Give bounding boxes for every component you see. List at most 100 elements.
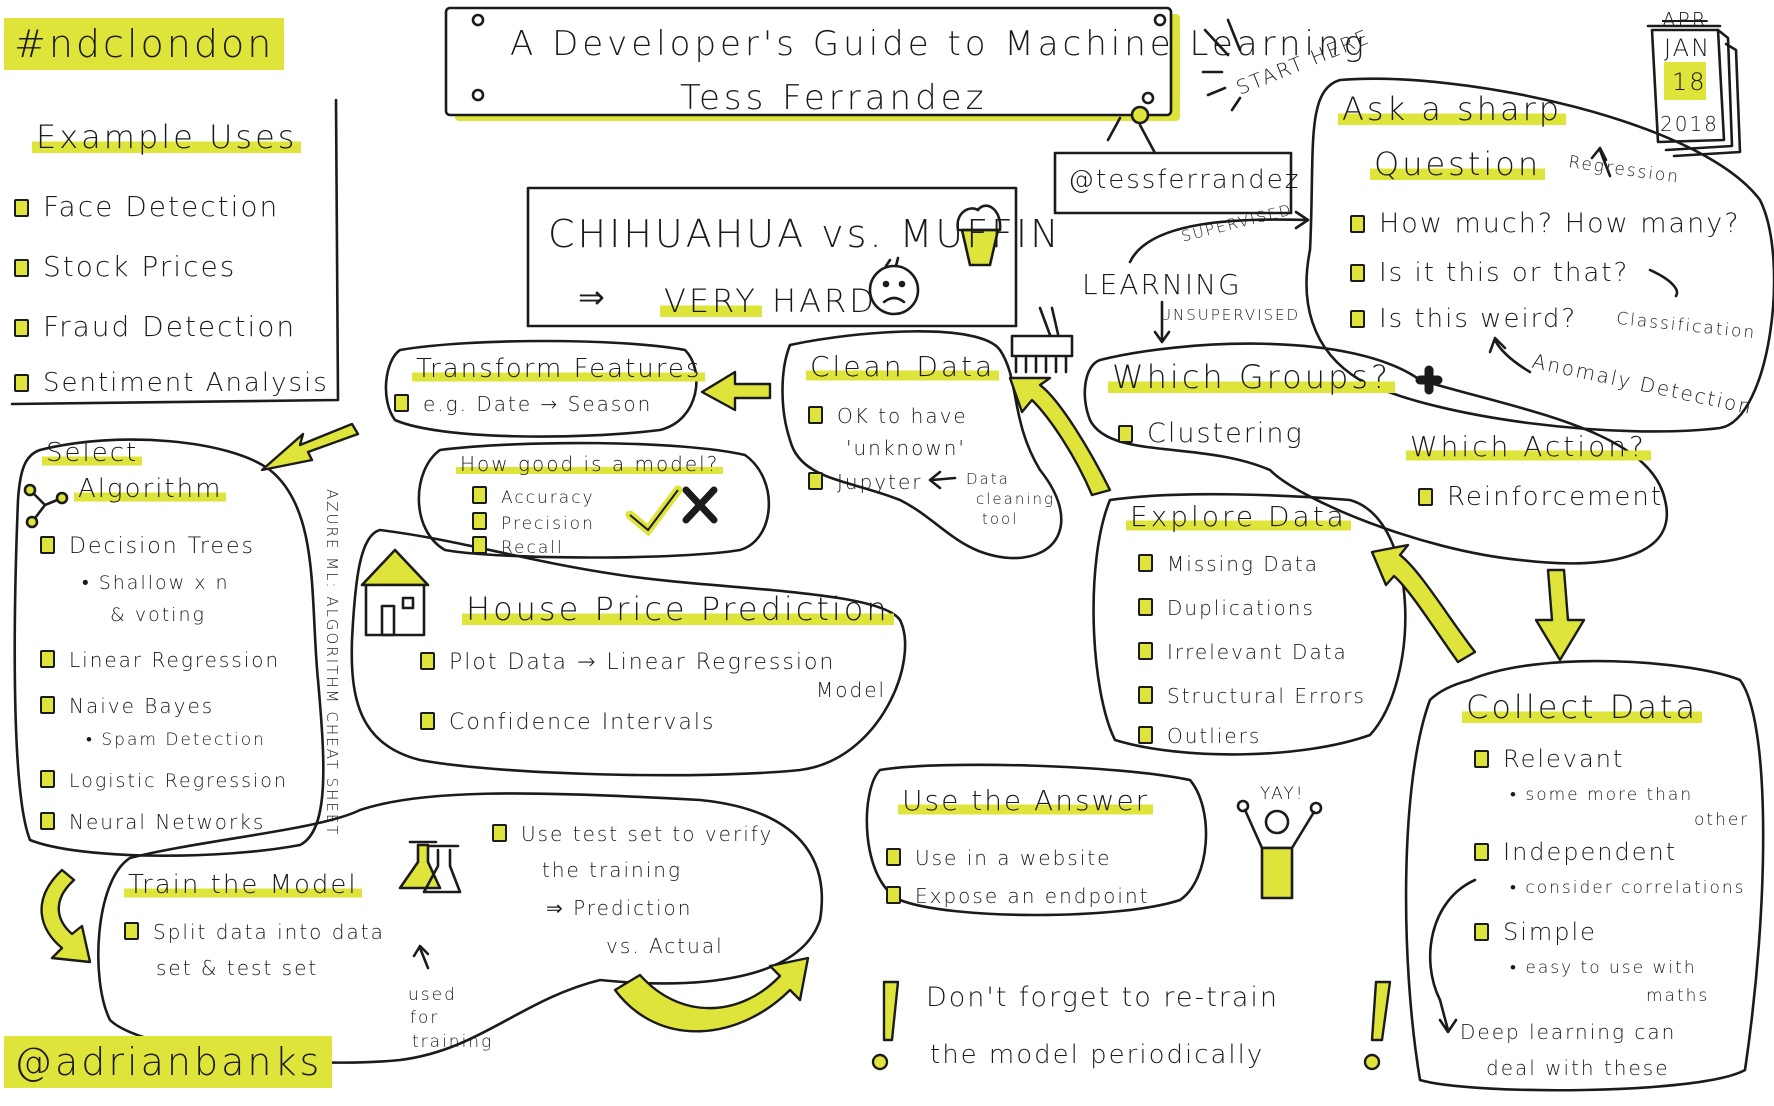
unsupervised-label: UNSUPERVISED bbox=[1160, 306, 1301, 324]
anomaly-arrow bbox=[1488, 336, 1532, 374]
transform-example: e.g. Date → Season bbox=[394, 392, 652, 416]
transform-bubble bbox=[384, 339, 698, 438]
train-split-2: set & test set bbox=[156, 956, 319, 980]
house-price-title: House Price Prediction bbox=[462, 590, 894, 628]
speaker-handle-box bbox=[1053, 151, 1293, 215]
cleaning-tool-3: tool bbox=[982, 510, 1019, 528]
question-item: Is this weird? bbox=[1350, 304, 1577, 334]
muffin-icon bbox=[956, 204, 1002, 267]
learning-label: LEARNING bbox=[1082, 268, 1242, 301]
plus-sign bbox=[1415, 365, 1443, 395]
select-algorithm-bubble bbox=[13, 438, 325, 857]
house-icon bbox=[360, 548, 430, 637]
example-use-item: Sentiment Analysis bbox=[14, 368, 329, 398]
algorithm-item: Naive Bayes bbox=[40, 694, 214, 718]
example-use-item: Stock Prices bbox=[14, 250, 236, 283]
exclaim-left-dot bbox=[871, 1053, 889, 1071]
chihuahua-very: VERY bbox=[660, 282, 762, 320]
jupyter-arrow bbox=[928, 470, 957, 490]
collect-data-title: Collect Data bbox=[1462, 688, 1703, 726]
explore-item: Outliers bbox=[1138, 724, 1261, 748]
collect-independent-note: consider correlations bbox=[1510, 878, 1745, 898]
algorithm-item: Neural Networks bbox=[40, 810, 265, 834]
date-month-crossed: APR bbox=[1662, 8, 1708, 32]
sign-post bbox=[1106, 116, 1157, 155]
author-handle: @adrianbanks bbox=[4, 1036, 333, 1088]
check-outline bbox=[629, 489, 679, 532]
supervised-arrow bbox=[1128, 210, 1310, 264]
used-for-1: used bbox=[408, 985, 457, 1005]
collect-simple-note: easy to use with bbox=[1510, 958, 1697, 978]
explore-data-bubble bbox=[1092, 492, 1407, 756]
exclaim-right-dot bbox=[1363, 1053, 1381, 1071]
question-item: Is it this or that? bbox=[1350, 258, 1629, 288]
model-quality-title: How good is a model? bbox=[456, 452, 724, 476]
arrow-to-explore bbox=[1370, 543, 1477, 664]
clean-data-title: Clean Data bbox=[806, 350, 1000, 383]
start-rays bbox=[1201, 18, 1242, 112]
cross-icon bbox=[682, 486, 718, 524]
calendar-icon bbox=[1646, 24, 1742, 158]
example-use-item: Fraud Detection bbox=[14, 310, 296, 343]
algorithm-note-2: & voting bbox=[110, 604, 206, 626]
date-month: JAN bbox=[1664, 34, 1712, 62]
collect-simple-note-2: maths bbox=[1646, 986, 1710, 1006]
chihuahua-hard: HARD bbox=[772, 282, 877, 320]
which-action-title: Which Action? bbox=[1406, 430, 1651, 463]
date-day: 18 bbox=[1672, 68, 1707, 96]
transform-title: Transform Features bbox=[412, 354, 706, 384]
cleaning-tool-1: Data bbox=[966, 470, 1010, 488]
clean-item-unknown: OK to have bbox=[808, 404, 968, 428]
regression-arrow bbox=[1590, 146, 1612, 178]
sad-face-icon bbox=[868, 256, 920, 316]
use-answer-item: Use in a website bbox=[886, 846, 1111, 870]
use-answer-bubble bbox=[865, 763, 1208, 917]
flask-icon bbox=[398, 840, 462, 894]
algorithm-item: Decision Trees bbox=[40, 534, 255, 559]
select-algorithm-title-1: Select bbox=[42, 438, 143, 468]
title-box bbox=[444, 6, 1180, 121]
clean-data-bubble bbox=[781, 330, 1063, 560]
collect-independent: Independent bbox=[1474, 838, 1677, 866]
deep-learning-arrow bbox=[1428, 878, 1477, 1034]
explore-item: Missing Data bbox=[1138, 552, 1319, 576]
speaker-handle: @tessferrandez bbox=[1068, 165, 1301, 195]
ask-question-title-2: Question bbox=[1370, 145, 1546, 183]
chihuahua-arrow: ⇒ bbox=[578, 278, 608, 316]
used-for-2: for bbox=[410, 1008, 440, 1028]
brush-icon bbox=[1010, 306, 1074, 374]
chihuahua-title: CHIHUAHUA vs. MUFFIN bbox=[548, 212, 1062, 256]
algorithm-item: Logistic Regression bbox=[40, 770, 288, 792]
house-price-item-cont: Model bbox=[816, 678, 887, 702]
deep-learning-note-2: deal with these bbox=[1486, 1056, 1670, 1080]
exclaim-right-bar bbox=[1370, 980, 1392, 1042]
algorithm-note: Shallow x n bbox=[82, 572, 230, 595]
hashtag: #ndclondon bbox=[4, 18, 285, 70]
cleaning-tool-2: cleaning bbox=[976, 490, 1056, 508]
test-set-2: the training bbox=[542, 858, 682, 882]
exclaim-left-bar bbox=[882, 980, 900, 1042]
check-icon bbox=[625, 485, 683, 537]
example-uses-bracket bbox=[10, 98, 340, 406]
reinforcement-item: Reinforcement bbox=[1418, 482, 1663, 512]
used-for-3: training bbox=[412, 1032, 494, 1052]
deep-learning-note: Deep learning can bbox=[1460, 1020, 1677, 1044]
clustering-item: Clustering bbox=[1118, 418, 1304, 449]
speaker-name: Tess Ferrandez bbox=[680, 78, 988, 118]
collect-simple: Simple bbox=[1474, 918, 1597, 946]
train-model-title: Train the Model bbox=[124, 870, 362, 900]
explore-item: Structural Errors bbox=[1138, 684, 1366, 708]
arrow-to-collect bbox=[1534, 568, 1586, 662]
clean-item-unknown-2: 'unknown' bbox=[846, 436, 966, 460]
azure-cheat-sheet-note: AZURE ML: ALGORITHM CHEAT SHEET bbox=[323, 489, 341, 837]
ask-question-title-1: Ask a sharp bbox=[1338, 90, 1567, 128]
example-uses-title: Example Uses bbox=[32, 118, 302, 156]
collect-relevant-note: some more than bbox=[1510, 785, 1693, 805]
chihuahua-box bbox=[526, 186, 1018, 328]
algorithm-note: Spam Detection bbox=[86, 730, 266, 750]
model-quality-item: Precision bbox=[472, 512, 595, 534]
used-for-arrow bbox=[412, 944, 430, 970]
collect-relevant: Relevant bbox=[1474, 745, 1624, 773]
sign-pin bbox=[1130, 105, 1150, 125]
